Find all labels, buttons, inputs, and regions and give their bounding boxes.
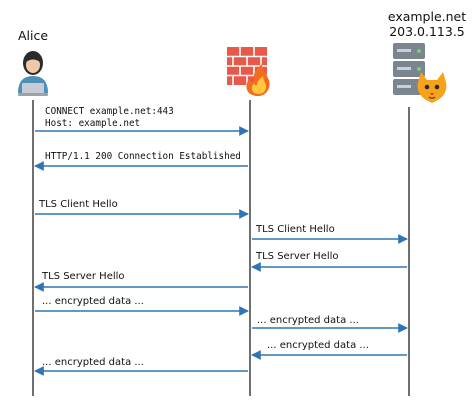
message-label: TLS Server Hello — [255, 251, 339, 262]
actor-server-address: 203.0.113.5 — [389, 24, 465, 39]
message-label: TLS Client Hello — [255, 224, 335, 235]
message-connection-established: HTTP/1.1 200 Connection Established — [34, 151, 248, 171]
server-with-cat-icon — [393, 43, 447, 103]
message-client-hello-2: TLS Client Hello — [252, 224, 408, 244]
message-label: TLS Server Hello — [41, 271, 125, 282]
message-label: ... encrypted data ... — [257, 315, 359, 326]
message-data-3: ... encrypted data ... — [251, 340, 407, 360]
actor-client-label: Alice — [18, 28, 48, 43]
message-label: TLS Client Hello — [38, 199, 118, 210]
firewall-icon — [227, 47, 270, 96]
message-label: ... encrypted data ... — [267, 340, 369, 351]
message-data-4: ... encrypted data ... — [34, 357, 248, 376]
message-data-2: ... encrypted data ... — [252, 315, 408, 333]
actor-server-label: example.net — [388, 9, 466, 24]
message-connect: CONNECT example.net:443 Host: example.ne… — [35, 106, 249, 136]
message-label: HTTP/1.1 200 Connection Established — [45, 151, 241, 162]
message-data-1: ... encrypted data ... — [35, 296, 249, 316]
person-at-laptop-icon — [18, 51, 48, 96]
message-label: Host: example.net — [45, 118, 140, 129]
message-server-hello-2: TLS Server Hello — [34, 271, 248, 292]
message-server-hello-1: TLS Server Hello — [251, 251, 407, 272]
message-label: CONNECT example.net:443 — [45, 106, 174, 117]
message-label: ... encrypted data ... — [42, 357, 144, 368]
message-client-hello-1: TLS Client Hello — [35, 199, 249, 219]
message-label: ... encrypted data ... — [42, 296, 144, 307]
